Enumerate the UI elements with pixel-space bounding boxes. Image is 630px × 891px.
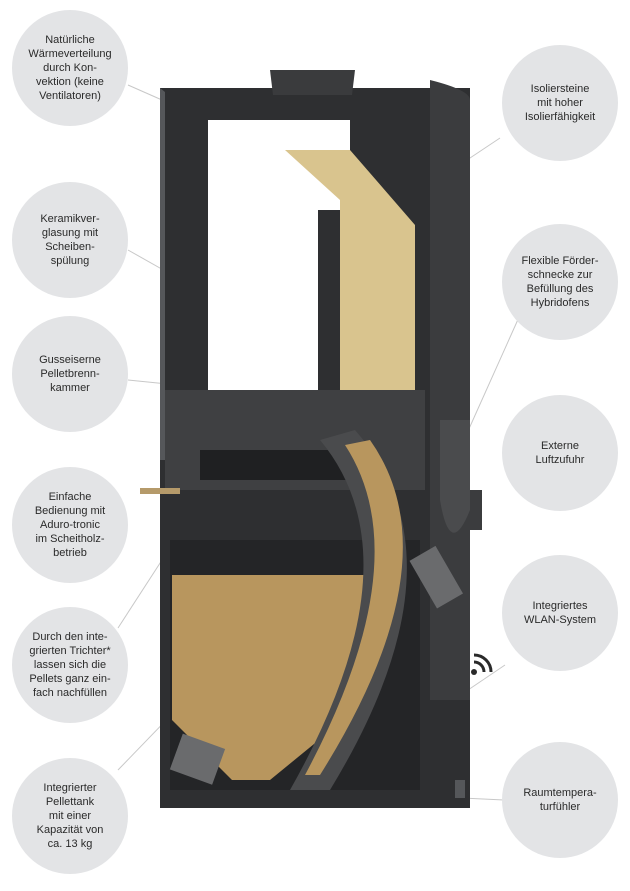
callout-auger: Flexible Förder- schnecke zur Befüllung … (502, 224, 618, 340)
callout-pellet-chamber: Gusseiserne Pelletbrenn- kammer (12, 316, 128, 432)
callout-text: Gusseiserne Pelletbrenn- kammer (39, 354, 101, 394)
callout-external-air: Externe Luftzufuhr (502, 395, 618, 511)
callout-text: Durch den inte- grierten Trichter* lasse… (29, 631, 111, 699)
callout-text: Raumtempera- turfühler (523, 787, 597, 813)
callout-room-sensor: Raumtempera- turfühler (502, 742, 618, 858)
callout-insulation: Isoliersteine mit hoher Isolierfähigkeit (502, 45, 618, 161)
callout-text: Integrierter Pellettank mit einer Kapazi… (36, 782, 104, 850)
callout-text: Isoliersteine mit hoher Isolierfähigkeit (524, 83, 596, 123)
callout-text: Einfache Bedienung mit Aduro-tronic im S… (34, 491, 106, 559)
callout-ceramic-glass: Keramikver- glasung mit Scheiben- spülun… (12, 182, 128, 298)
callout-wifi: Integriertes WLAN-System (502, 555, 618, 671)
callout-text: Integriertes WLAN-System (523, 600, 597, 626)
callout-text: Keramikver- glasung mit Scheiben- spülun… (40, 213, 100, 267)
callout-pellet-tank: Integrierter Pellettank mit einer Kapazi… (12, 758, 128, 874)
callout-text: Externe Luftzufuhr (535, 440, 585, 466)
callout-aduro-tronic: Einfache Bedienung mit Aduro-tronic im S… (12, 467, 128, 583)
wifi-icon (471, 653, 493, 675)
callout-hopper: Durch den inte- grierten Trichter* lasse… (12, 607, 128, 723)
insulation-bricks (285, 150, 415, 395)
callout-text: Natürliche Wärmeverteilung durch Kon- ve… (28, 34, 112, 102)
callout-convection: Natürliche Wärmeverteilung durch Kon- ve… (12, 10, 128, 126)
stove-body (140, 70, 482, 808)
callout-text: Flexible Förder- schnecke zur Befüllung … (521, 255, 599, 309)
